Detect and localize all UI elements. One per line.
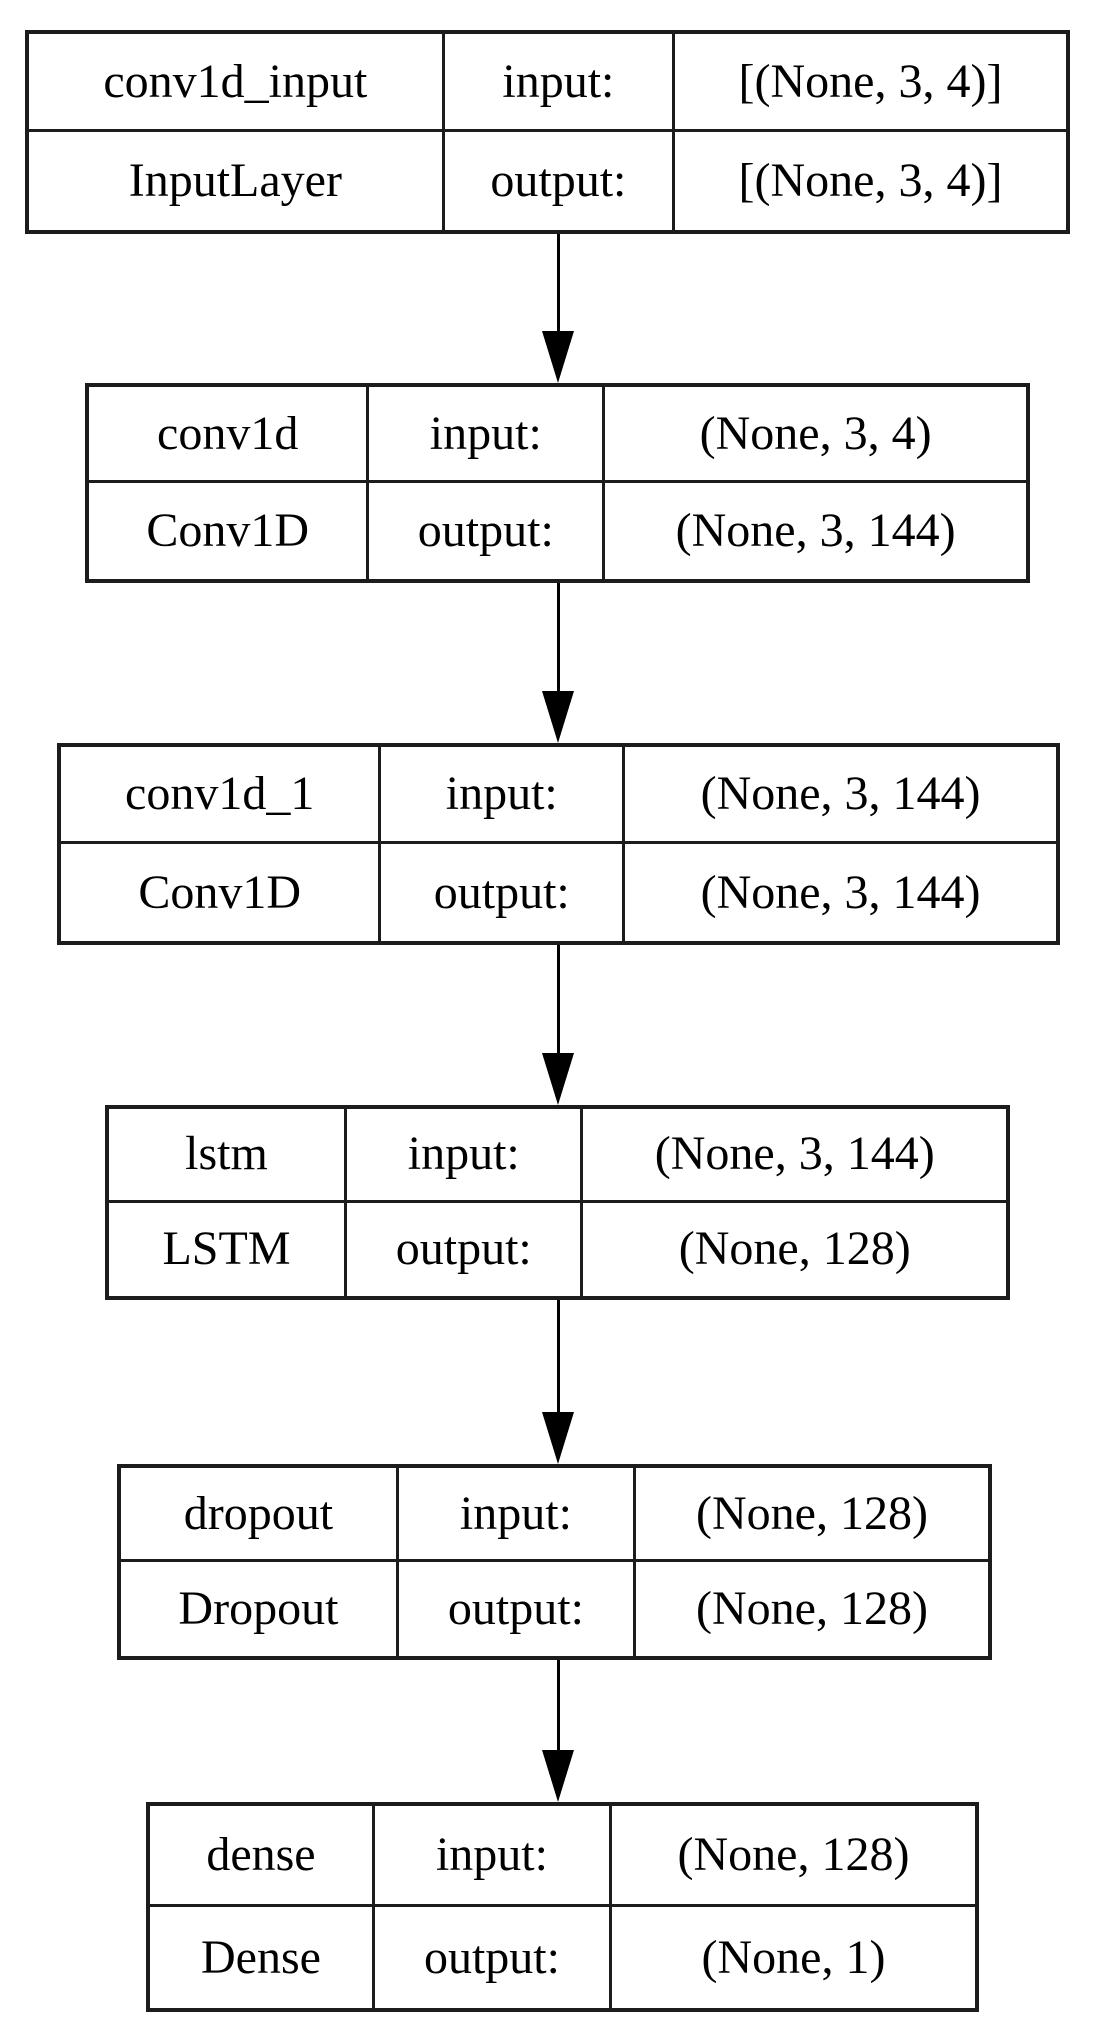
output-shape: (None, 3, 144) [675, 504, 956, 557]
layer-row-input: dropout input: (None, 128) [121, 1468, 988, 1562]
arrow-shaft [556, 234, 560, 331]
layer-node-conv1d: conv1d input: (None, 3, 4) Conv1D output… [85, 383, 1030, 583]
layer-row-input: dense input: (None, 128) [150, 1806, 975, 1907]
output-label: output: [344, 1202, 584, 1296]
output-label: output: [441, 132, 676, 230]
arrow-shaft [556, 945, 560, 1053]
arrow-shaft [556, 583, 560, 691]
layer-row-output: Conv1D output: (None, 3, 144) [61, 844, 1056, 941]
arrow-head-icon [542, 1412, 574, 1464]
connector-arrow-3 [541, 945, 575, 1105]
output-shape: [(None, 3, 4)] [738, 154, 1003, 207]
layer-node-conv1d-input: conv1d_input input: [(None, 3, 4)] Input… [25, 30, 1070, 234]
layer-row-output: InputLayer output: [(None, 3, 4)] [29, 132, 1066, 230]
layer-node-dropout: dropout input: (None, 128) Dropout outpu… [117, 1464, 992, 1660]
layer-row-output: Dropout output: (None, 128) [121, 1562, 988, 1656]
output-label: output: [371, 1907, 612, 2008]
layer-name: conv1d_input [103, 54, 368, 108]
input-label: input: [371, 1806, 612, 1904]
input-shape: [(None, 3, 4)] [738, 54, 1003, 108]
arrow-head-icon [542, 331, 574, 383]
layer-row-output: LSTM output: (None, 128) [109, 1202, 1006, 1296]
layer-node-dense: dense input: (None, 128) Dense output: (… [146, 1802, 979, 2012]
arrow-head-icon [542, 1750, 574, 1802]
input-shape: (None, 128) [677, 1828, 910, 1881]
arrow-head-icon [542, 1053, 574, 1105]
layer-class: Dropout [178, 1582, 339, 1635]
layer-row-input: lstm input: (None, 3, 144) [109, 1109, 1006, 1203]
layer-name: dense [206, 1828, 316, 1881]
arrow-head-icon [542, 691, 574, 743]
input-shape: (None, 128) [696, 1486, 928, 1540]
output-shape: (None, 128) [696, 1582, 928, 1635]
arrow-shaft [556, 1300, 560, 1412]
layer-class: Dense [200, 1930, 321, 1984]
output-shape: (None, 128) [678, 1222, 911, 1276]
input-shape: (None, 3, 144) [654, 1127, 935, 1181]
output-label: output: [395, 1562, 636, 1656]
layer-name: conv1d [157, 406, 299, 460]
input-label: input: [441, 34, 676, 129]
input-label: input: [366, 387, 606, 480]
arrow-shaft [556, 1660, 560, 1750]
input-label: input: [378, 747, 626, 841]
connector-arrow-2 [541, 583, 575, 743]
output-shape: (None, 3, 144) [700, 865, 981, 919]
layer-name: lstm [185, 1127, 268, 1181]
layer-class: Conv1D [146, 504, 310, 557]
connector-arrow-4 [541, 1300, 575, 1464]
connector-arrow-1 [541, 234, 575, 383]
input-shape: (None, 3, 4) [699, 406, 932, 460]
layer-name: conv1d_1 [125, 767, 315, 820]
layer-node-conv1d-1: conv1d_1 input: (None, 3, 144) Conv1D ou… [57, 743, 1060, 945]
layer-row-output: Conv1D output: (None, 3, 144) [89, 483, 1026, 579]
output-label: output: [378, 844, 626, 941]
input-shape: (None, 3, 144) [700, 767, 981, 820]
layer-row-input: conv1d_input input: [(None, 3, 4)] [29, 34, 1066, 132]
layer-row-input: conv1d input: (None, 3, 4) [89, 387, 1026, 483]
output-shape: (None, 1) [701, 1930, 886, 1984]
output-label: output: [366, 483, 606, 579]
layer-class: Conv1D [138, 865, 302, 919]
layer-row-output: Dense output: (None, 1) [150, 1907, 975, 2008]
layer-name: dropout [183, 1486, 334, 1540]
layer-class: LSTM [162, 1222, 291, 1276]
connector-arrow-5 [541, 1660, 575, 1802]
input-label: input: [395, 1468, 636, 1559]
layer-node-lstm: lstm input: (None, 3, 144) LSTM output: … [105, 1105, 1010, 1300]
layer-row-input: conv1d_1 input: (None, 3, 144) [61, 747, 1056, 844]
layer-class: InputLayer [128, 154, 342, 207]
input-label: input: [344, 1109, 584, 1200]
